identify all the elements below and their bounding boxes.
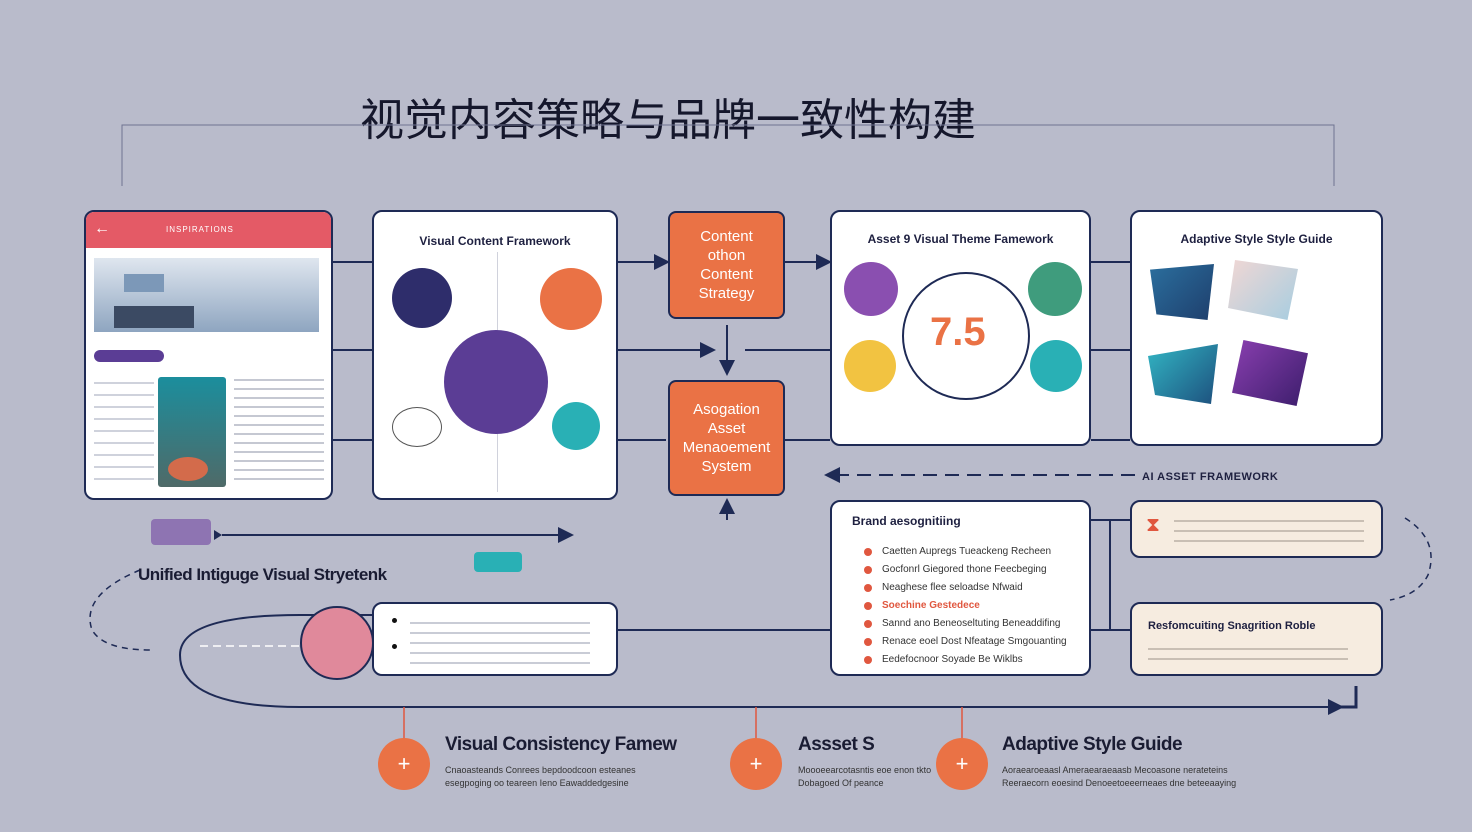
strategy-panel-title: Resfomcuiting Snagrition Roble (1148, 620, 1316, 632)
content-image (158, 377, 226, 487)
hourglass-panel: ⧗ (1130, 500, 1383, 558)
brand-item: Renace eoel Dost Nfeatage Smgouanting (864, 636, 1067, 647)
brand-item: Caetten Aupregs Tueackeng Recheen (864, 546, 1051, 557)
story-title: Unified Intiguge Visual Stryetenk (138, 565, 387, 584)
bullet-icon (864, 637, 872, 646)
theme-title: Asset 9 Visual Theme Famework (867, 232, 1054, 246)
theme-circle-yellow (844, 340, 896, 392)
framework-circle-orange (540, 268, 602, 330)
framework-circle-center (444, 330, 548, 434)
theme-circle-teal (1030, 340, 1082, 392)
story-card (372, 602, 618, 676)
text-lines (234, 372, 324, 482)
add-style-guide-icon[interactable]: + (936, 738, 988, 790)
asset-framework-label: AI ASSET FRAMEWORK (1142, 471, 1279, 483)
content-strategy-box[interactable]: Content othon Content Strategy (668, 211, 785, 319)
score-value: 7.5 (930, 310, 986, 354)
brand-item: Gocfonrl Giegored thone Feecbeging (864, 564, 1047, 575)
footer-desc-3: Aoraearoeaasl Ameraearaeaasb Mecoasone n… (1002, 765, 1237, 788)
brand-card: Brand aesognitiing Caetten Aupregs Tueac… (830, 500, 1091, 676)
bullet-icon (864, 619, 872, 628)
hero-image (94, 258, 319, 332)
app-header-title: INSPIRATIONS (166, 225, 234, 234)
add-asset-icon[interactable]: + (730, 738, 782, 790)
bullet-icon (864, 565, 872, 574)
bullet-icon (864, 583, 872, 592)
asset-management-box[interactable]: Asogation Asset Menaoement System (668, 380, 785, 496)
bullet-icon (864, 655, 872, 664)
sidebar-lines (94, 372, 154, 482)
framework-card: Visual Content Framework (372, 210, 618, 500)
page-title: 视觉内容策略与品牌一致性构建 (360, 95, 976, 146)
bullet-icon (864, 547, 872, 556)
story-circle (300, 606, 374, 680)
footer-title-2: Assset S (798, 734, 875, 755)
footer-desc-1: Cnaoasteands Conrees bepdoodcoon esteane… (445, 765, 636, 788)
theme-card: Asset 9 Visual Theme Famework 7.5 (830, 210, 1091, 446)
style-guide-card: Adaptive Style Style Guide (1130, 210, 1383, 446)
footer-desc-2: Moooeearcotasntis eoe enon tkto Dobagoed… (798, 765, 932, 788)
framework-circle-navy (392, 268, 452, 328)
brand-item-highlight: Soechine Gestedece (864, 600, 980, 611)
strategy-panel: Resfomcuiting Snagrition Roble (1130, 602, 1383, 676)
score-ring (902, 272, 1030, 400)
footer-title-1: Visual Consistency Famew (445, 734, 677, 755)
content-strategy-label: Content othon Content Strategy (698, 228, 755, 302)
framework-title: Visual Content Framework (419, 234, 571, 248)
theme-circle-green (1028, 262, 1082, 316)
purple-pill[interactable] (151, 519, 211, 545)
footer-title-3: Adaptive Style Guide (1002, 734, 1183, 755)
app-header: ← INSPIRATIONS (86, 212, 331, 248)
framework-circle-outline (392, 407, 442, 447)
brand-item: Eedefocnoor Soyade Be Wiklbs (864, 654, 1023, 665)
style-shape-purple (1232, 340, 1308, 406)
theme-circle-purple (844, 262, 898, 316)
bullet-icon (864, 601, 872, 610)
style-shape-pink (1228, 260, 1298, 320)
style-shape-teal (1148, 344, 1218, 404)
brand-item: Neaghese flee seloadse Nfwaid (864, 582, 1023, 593)
hourglass-icon: ⧗ (1146, 514, 1161, 536)
style-guide-title: Adaptive Style Style Guide (1180, 232, 1333, 246)
app-chip[interactable] (94, 350, 164, 362)
back-arrow-icon[interactable]: ← (94, 220, 110, 237)
brand-item: Sannd ano Beneoseltuting Beneaddifing (864, 618, 1060, 629)
brand-title: Brand aesognitiing (852, 514, 961, 528)
style-shape-blue (1150, 264, 1214, 320)
asset-management-label: Asogation Asset Menaoement System (682, 401, 771, 475)
teal-pill[interactable] (474, 552, 522, 572)
app-preview-card: ← INSPIRATIONS (84, 210, 333, 500)
framework-circle-teal (552, 402, 600, 450)
add-visual-consistency-icon[interactable]: + (378, 738, 430, 790)
